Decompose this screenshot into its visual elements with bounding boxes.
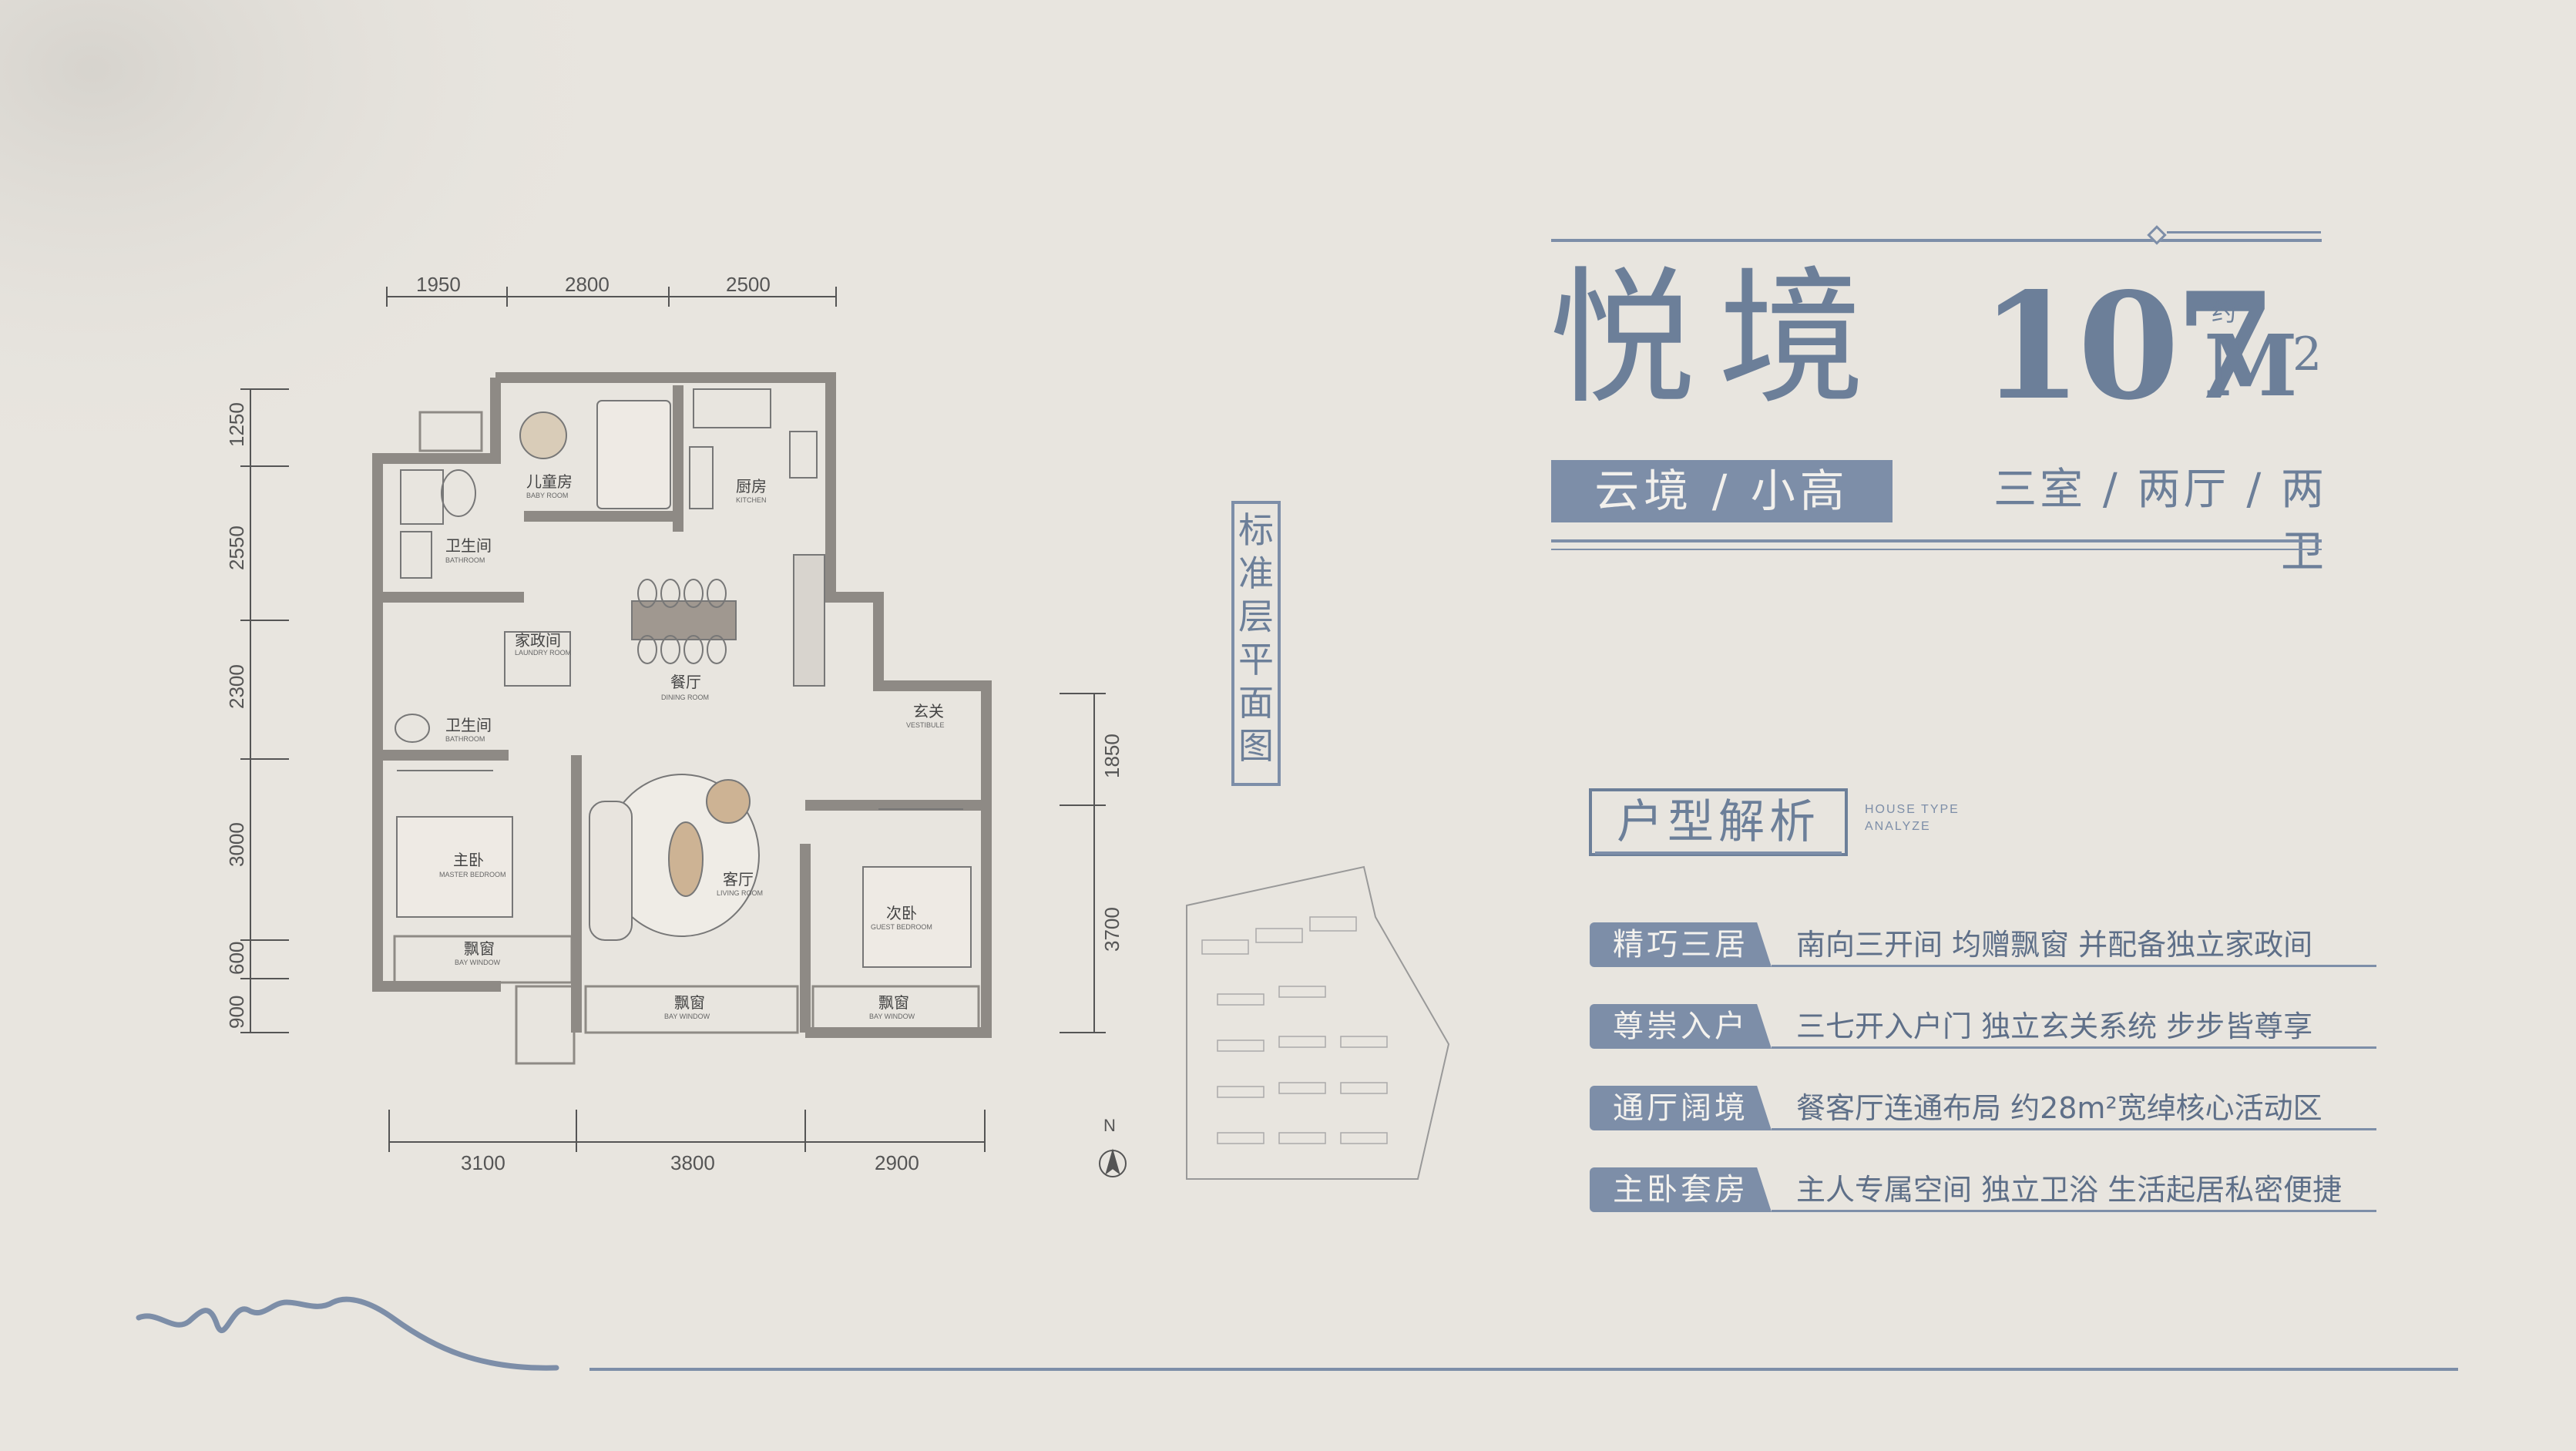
subtitle-badge: 云境 / 小高 [1551, 460, 1893, 522]
dim-top-1: 1950 [416, 273, 461, 296]
room-bath-1-en: BATHROOM [445, 556, 485, 564]
walls [372, 372, 992, 1038]
feature-4-text: 主人专属空间 独立卫浴 生活起居私密便捷 [1796, 1173, 2343, 1207]
room-bay-1: 飘窗 [464, 939, 495, 958]
room-master: 主卧 [453, 851, 484, 869]
room-living-en: LIVING ROOM [717, 889, 763, 897]
room-bay-3: 飘窗 [878, 993, 909, 1012]
room-guest-en: GUEST BEDROOM [871, 923, 932, 931]
dim-left-1: 1250 [225, 402, 248, 447]
room-bath-2: 卫生间 [445, 716, 492, 734]
dimension-left [240, 388, 289, 1033]
area-unit: M [2204, 316, 2298, 415]
north-label: N [1103, 1116, 1116, 1135]
feature-2-label: 尊崇入户 [1590, 1004, 1772, 1049]
area-approx: 约 [2212, 297, 2237, 327]
room-bath-1: 卫生间 [445, 536, 492, 555]
feature-1-text: 南向三开间 均赠飘窗 并配备独立家政间 [1796, 928, 2313, 962]
area-number: 107 [1980, 260, 2277, 432]
feature-2-text: 三七开入户门 独立玄关系统 步步皆尊享 [1796, 1009, 2313, 1043]
feature-2-line [1772, 1046, 2376, 1049]
room-kitchen: 厨房 [736, 477, 767, 495]
dimension-bottom [388, 1110, 986, 1152]
room-kitchen-en: KITCHEN [736, 496, 767, 504]
analysis-en-1: HOUSE TYPE [1865, 803, 1960, 816]
dim-top-3: 2500 [726, 273, 771, 296]
brush-stroke [136, 1296, 559, 1371]
analysis-underline [1595, 851, 1842, 855]
room-laundry: 家政间 [515, 631, 561, 650]
floor-label-text: 标准层平面图 [1238, 509, 1274, 767]
feature-4-label: 主卧套房 [1590, 1167, 1772, 1212]
room-dining-en: DINING ROOM [661, 694, 709, 701]
room-bay-3-en: BAY WINDOW [869, 1013, 915, 1020]
feature-3-label: 通厅阔境 [1590, 1086, 1772, 1130]
room-living: 客厅 [723, 870, 754, 888]
room-bay-2: 飘窗 [674, 993, 705, 1012]
dim-right-2: 3700 [1100, 907, 1123, 952]
feature-3-line [1772, 1128, 2376, 1130]
dim-right-1: 1850 [1100, 734, 1123, 778]
room-bay-1-en: BAY WINDOW [455, 959, 501, 966]
room-vestibule: 玄关 [913, 702, 944, 720]
room-baby: 儿童房 [526, 472, 573, 491]
sub-line-1 [1551, 539, 2322, 542]
analysis-en-2: ANALYZE [1865, 820, 1931, 833]
top-line [1551, 239, 2322, 242]
dim-bottom-3: 2900 [875, 1151, 919, 1174]
furniture [395, 388, 972, 968]
room-bay-2-en: BAY WINDOW [664, 1013, 710, 1020]
dim-left-2: 2550 [225, 526, 248, 570]
room-dining: 餐厅 [670, 673, 701, 691]
dim-left-4: 3000 [225, 822, 248, 867]
floor-label: 标准层平面图 [1231, 501, 1281, 786]
room-vestibule-en: VESTIBULE [906, 721, 945, 729]
dimension-top [386, 287, 837, 307]
dim-top-2: 2800 [565, 273, 610, 296]
feature-3-text: 餐客厅连通布局 约28m²宽绰核心活动区 [1796, 1091, 2322, 1125]
analysis-title: 户型解析 [1589, 788, 1848, 856]
room-master-en: MASTER BEDROOM [439, 871, 506, 878]
area-unit-sup: 2 [2292, 327, 2322, 381]
room-bath-2-en: BATHROOM [445, 735, 485, 743]
dim-bottom-2: 3800 [670, 1151, 715, 1174]
feature-1-line [1772, 965, 2376, 967]
bay-windows [393, 411, 980, 1065]
room-guest: 次卧 [886, 904, 917, 922]
room-laundry-en: LAUNDRY ROOM [515, 649, 571, 657]
dim-left-3: 2300 [225, 664, 248, 709]
site-plan [1186, 865, 1450, 1180]
feature-4-line [1772, 1210, 2376, 1212]
north-arrow-icon [1099, 1148, 1127, 1177]
dimension-right [1060, 693, 1106, 1033]
dim-left-6: 900 [225, 996, 248, 1029]
sub-line-2 [1551, 549, 2322, 550]
rooms-summary: 三室 / 两厅 / 两卫 [1993, 465, 2327, 577]
feature-1-label: 精巧三居 [1590, 922, 1772, 967]
project-name: 悦境 [1549, 254, 1889, 424]
analysis-en: HOUSE TYPE ANALYZE [1865, 801, 1960, 835]
dim-bottom-1: 3100 [461, 1151, 505, 1174]
top-line-accent [2167, 231, 2321, 233]
dim-left-5: 600 [225, 942, 248, 975]
room-baby-en: BABY ROOM [526, 492, 568, 499]
